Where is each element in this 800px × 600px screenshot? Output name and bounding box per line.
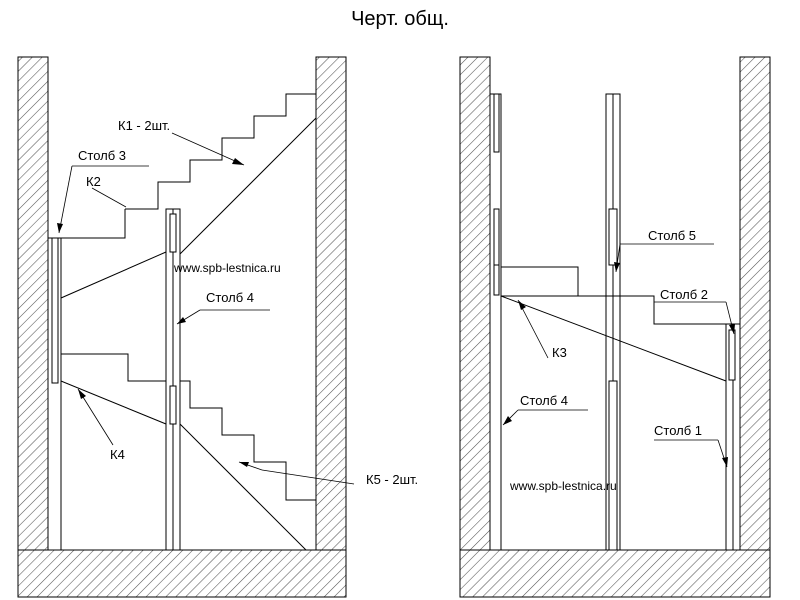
right-stair-outline bbox=[501, 266, 726, 325]
left-view bbox=[17, 56, 355, 598]
right-k3-stringer bbox=[500, 295, 727, 382]
label-k5: К5 - 2шт. bbox=[366, 472, 418, 487]
right-wall-left bbox=[459, 56, 491, 551]
left-k2-landing bbox=[61, 209, 126, 239]
left-floor bbox=[17, 549, 347, 598]
label-k4: К4 bbox=[110, 447, 125, 462]
right-wall-right bbox=[739, 56, 771, 551]
label-stolb-3: Столб 3 bbox=[78, 148, 126, 163]
left-wall-right bbox=[315, 56, 347, 551]
left-k5-stringer bbox=[179, 423, 307, 551]
label-k2: К2 bbox=[86, 174, 101, 189]
label-stolb-4-left: Столб 4 bbox=[206, 290, 254, 305]
label-k3: К3 bbox=[552, 345, 567, 360]
left-lower-landing bbox=[61, 353, 166, 382]
left-wall-left bbox=[17, 56, 49, 551]
drawing-title: Черт. общ. bbox=[351, 8, 449, 30]
left-k1-stringer bbox=[179, 117, 317, 255]
right-floor bbox=[459, 549, 771, 598]
label-stolb-5: Столб 5 bbox=[648, 228, 696, 243]
label-stolb-4-right: Столб 4 bbox=[520, 393, 568, 408]
label-stolb-2: Столб 2 bbox=[660, 287, 708, 302]
label-stolb-1: Столб 1 bbox=[654, 423, 702, 438]
left-lower-steps bbox=[180, 380, 316, 501]
website-left: www.spb-lestnica.ru bbox=[173, 261, 281, 275]
label-k1: К1 - 2шт. bbox=[118, 118, 170, 133]
website-right: www.spb-lestnica.ru bbox=[509, 479, 617, 493]
left-upper-steps bbox=[125, 93, 316, 210]
right-view bbox=[459, 56, 771, 598]
right-post-4 bbox=[489, 93, 502, 551]
